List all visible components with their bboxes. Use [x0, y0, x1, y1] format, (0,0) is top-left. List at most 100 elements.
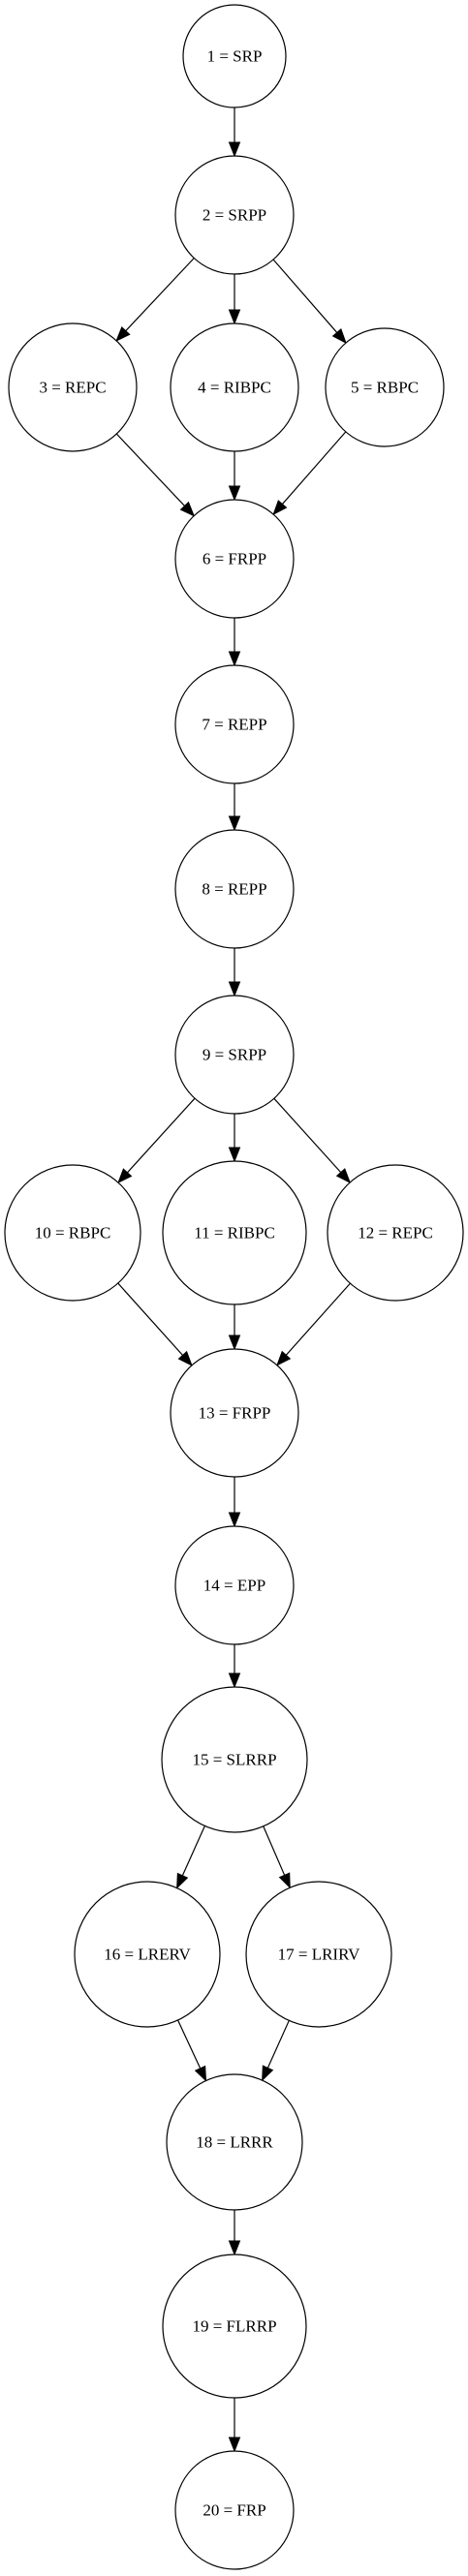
arrowhead-icon	[228, 2240, 241, 2256]
node-circle	[74, 1881, 221, 2028]
node-label: 16 = LRERV	[104, 1946, 191, 1964]
edge-14-15	[228, 1644, 241, 1689]
edge-line	[181, 1825, 205, 1877]
node-3: 3 = REPC	[8, 322, 138, 452]
node-2: 2 = SRPP	[174, 155, 295, 275]
edge-line	[285, 1282, 351, 1356]
arrowhead-icon	[272, 500, 288, 516]
node-circle	[174, 1525, 295, 1645]
node-circle	[170, 1348, 299, 1478]
edge-2-4	[228, 274, 241, 325]
arrowhead-icon	[228, 141, 241, 158]
arrowhead-icon	[179, 501, 196, 517]
edge-9-11	[228, 1114, 241, 1163]
arrowhead-icon	[228, 815, 241, 832]
node-label: 2 = SRPP	[203, 206, 266, 225]
arrowhead-icon	[228, 1672, 241, 1689]
edge-15-17	[263, 1825, 291, 1889]
node-label: 13 = FRPP	[199, 1404, 271, 1423]
node-label: 10 = RBPC	[35, 1224, 111, 1242]
node-label: 4 = RIBPC	[198, 379, 271, 397]
arrowhead-icon	[228, 1147, 241, 1163]
arrowhead-icon	[177, 1350, 193, 1366]
arrowhead-icon	[335, 1168, 352, 1184]
edge-16-18	[177, 2019, 207, 2082]
edge-4-6	[228, 451, 241, 502]
node-circle	[170, 322, 299, 452]
node-circle	[162, 2254, 307, 2399]
edges-layer	[115, 107, 352, 2453]
edge-line	[266, 2020, 290, 2069]
arrowhead-icon	[228, 485, 241, 502]
node-label: 15 = SLRRP	[192, 1751, 276, 1769]
edge-19-20	[228, 2398, 241, 2453]
node-6: 6 = FRPP	[174, 499, 295, 619]
edge-2-5	[272, 259, 347, 345]
arrowhead-icon	[117, 1168, 133, 1184]
node-label: 20 = FRP	[203, 2501, 265, 2520]
arrowhead-icon	[176, 1872, 189, 1889]
edge-17-18	[262, 2020, 290, 2082]
node-label: 7 = REPP	[202, 716, 266, 734]
edge-line	[273, 1097, 342, 1174]
edge-line	[177, 2019, 202, 2070]
node-label: 12 = REPC	[358, 1224, 433, 1242]
edge-6-7	[228, 618, 241, 667]
node-circle	[182, 4, 287, 108]
edge-5-6	[272, 431, 347, 516]
edge-line	[281, 431, 347, 505]
edge-line	[127, 1097, 196, 1174]
nodes-layer: 1 = SRP 2 = SRPP 3 = REPC 4 = RIBPC 5 = RBPC…	[4, 4, 464, 2570]
node-circle	[174, 829, 295, 949]
node-12: 12 = REPC	[327, 1164, 464, 1302]
edge-1-2	[228, 107, 241, 158]
node-4: 4 = RIBPC	[170, 322, 299, 452]
edge-line	[125, 258, 195, 332]
node-circle	[8, 322, 138, 452]
arrowhead-icon	[331, 327, 347, 345]
node-17: 17 = LRIRV	[245, 1881, 392, 2028]
node-7: 7 = REPP	[174, 664, 295, 784]
edge-2-3	[115, 258, 195, 342]
edge-7-8	[228, 783, 241, 832]
node-9: 9 = SRPP	[174, 995, 295, 1115]
node-11: 11 = RIBPC	[162, 1160, 307, 1305]
node-circle	[174, 664, 295, 784]
arrowhead-icon	[115, 326, 131, 342]
edge-line	[272, 259, 338, 333]
edge-3-6	[115, 433, 196, 517]
node-19: 19 = FLRRP	[162, 2254, 307, 2399]
node-label: 3 = REPC	[39, 379, 106, 397]
node-label: 5 = RBPC	[351, 379, 419, 397]
node-circle	[174, 2450, 295, 2570]
edge-13-14	[228, 1477, 241, 1528]
node-label: 8 = REPP	[202, 880, 266, 899]
node-14: 14 = EPP	[174, 1525, 295, 1645]
node-label: 6 = FRPP	[203, 550, 266, 568]
node-label: 19 = FLRRP	[192, 2317, 276, 2336]
node-label: 1 = SRP	[207, 47, 263, 66]
arrowhead-icon	[228, 1334, 241, 1351]
node-circle	[327, 1164, 464, 1302]
arrowhead-icon	[228, 2437, 241, 2453]
node-label: 11 = RIBPC	[194, 1224, 275, 1242]
node-16: 16 = LRERV	[74, 1881, 221, 2028]
node-label: 17 = LRIRV	[278, 1946, 360, 1964]
edge-18-19	[228, 2210, 241, 2256]
arrowhead-icon	[194, 2065, 207, 2082]
node-20: 20 = FRP	[174, 2450, 295, 2570]
node-10: 10 = RBPC	[4, 1164, 141, 1302]
arrowhead-icon	[228, 309, 241, 325]
node-circle	[4, 1164, 141, 1302]
node-circle	[174, 155, 295, 275]
node-circle	[166, 2073, 303, 2211]
arrowhead-icon	[262, 2065, 274, 2082]
node-5: 5 = RBPC	[325, 327, 445, 447]
node-circle	[161, 1686, 308, 1833]
edge-line	[115, 433, 185, 506]
node-15: 15 = SLRRP	[161, 1686, 308, 1833]
edge-line	[117, 1282, 184, 1356]
edge-12-13	[276, 1282, 351, 1366]
arrowhead-icon	[276, 1350, 292, 1366]
